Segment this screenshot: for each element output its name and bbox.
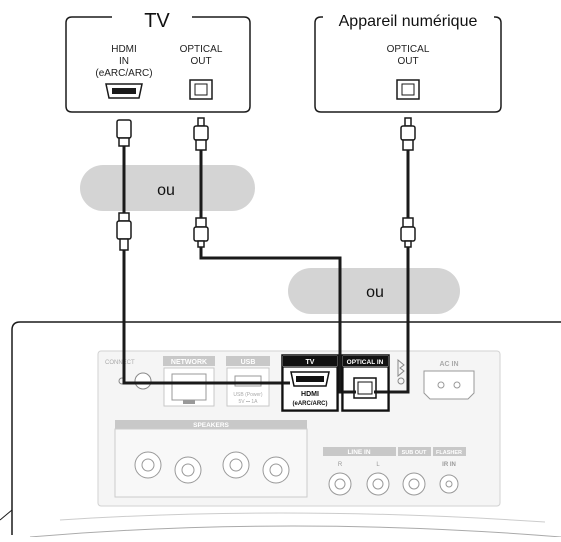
device-title: Appareil numérique <box>339 13 478 30</box>
tv-box: TV HDMI IN (eARC/ARC) OPTICAL OUT <box>65 10 251 113</box>
device-optical-label-2: OUT <box>397 56 418 67</box>
tv-optical-cable <box>193 117 356 394</box>
panel-hdmi-label-1: HDMI <box>301 391 319 398</box>
rear-panel-bottom-row: SPEAKERS LINE IN R L SUB OUT FLASHER IR … <box>114 420 466 498</box>
device-optical-cable <box>374 117 416 394</box>
rear-panel-top-row: CONNECT NETWORK USB USB (Power) 5V ⎓ 1A … <box>105 356 475 411</box>
sub-out-header <box>398 447 431 456</box>
or-pill-2: ou <box>288 268 460 314</box>
tv-optical-label-2: OUT <box>190 56 211 67</box>
tv-optical-port-icon <box>189 79 213 100</box>
device-optical-label-1: OPTICAL <box>387 44 430 55</box>
ac-in-port-icon <box>423 370 475 400</box>
line-in-jacks-icon <box>328 472 390 496</box>
sub-out-jack-icon <box>402 472 426 496</box>
tv-hdmi-label-2: IN <box>119 56 129 67</box>
tv-hdmi-port-icon <box>105 83 143 99</box>
flasher-label: FLASHER <box>436 450 462 456</box>
optical-plug-icon-tv-top <box>193 117 209 151</box>
hdmi-plug-icon-top <box>116 119 132 147</box>
usb-header <box>226 356 270 366</box>
panel-hdmi-label-2: (eARC/ARC) <box>293 401 328 407</box>
optical-in-port-icon <box>342 366 389 411</box>
or-label-1: ou <box>157 182 175 199</box>
speakers-header <box>115 420 307 429</box>
network-label: NETWORK <box>171 359 207 366</box>
ethernet-port-icon <box>163 367 215 407</box>
tv-optical-label-1: OPTICAL <box>180 44 223 55</box>
line-in-header <box>323 447 396 456</box>
ir-in-jack-icon <box>439 474 459 494</box>
ac-in-label: AC IN <box>439 361 458 368</box>
hdmi-highlight-frame <box>281 354 339 412</box>
usb-label: USB <box>241 359 256 366</box>
digital-device-box: Appareil numérique OPTICAL OUT <box>314 13 502 113</box>
hdmi-cable <box>116 119 290 385</box>
line-in-l-label: L <box>376 462 380 468</box>
hdmi-in-port-icon <box>282 366 338 411</box>
tv-hdmi-label-3: (eARC/ARC) <box>95 68 152 79</box>
connect-label: CONNECT <box>105 360 135 366</box>
connect-button-icon <box>118 372 152 390</box>
optical-in-label: OPTICAL IN <box>347 359 384 366</box>
tv-header-label: TV <box>306 359 315 366</box>
sub-out-label: SUB OUT <box>402 450 427 456</box>
flasher-header <box>433 447 466 456</box>
hdmi-plug-icon-bottom <box>116 212 132 251</box>
speaker-terminal-icons <box>134 451 290 484</box>
or-pill-1: ou <box>80 165 255 211</box>
tv-hdmi-label-1: HDMI <box>111 44 137 55</box>
network-header <box>163 356 215 366</box>
ir-in-label: IR IN <box>442 462 456 468</box>
usb-sub-2: 5V ⎓ 1A <box>239 399 259 405</box>
optical-highlight-frame <box>341 354 390 412</box>
usb-sub-1: USB (Power) <box>233 392 263 398</box>
line-in-r-label: R <box>338 462 343 468</box>
tv-header-bar <box>283 356 337 366</box>
line-in-label: LINE IN <box>347 449 370 456</box>
usb-port-icon <box>226 367 270 407</box>
or-label-2: ou <box>366 284 384 301</box>
optical-plug-icon-tv-bottom <box>193 217 209 248</box>
speakers-label: SPEAKERS <box>193 422 229 429</box>
optical-plug-icon-device-top <box>400 117 416 151</box>
optical-in-header-bar <box>343 356 388 366</box>
tv-title: TV <box>144 10 170 32</box>
optical-plug-icon-device-bottom <box>400 217 416 248</box>
bluetooth-icon <box>397 358 405 385</box>
device-optical-port-icon <box>396 79 420 100</box>
